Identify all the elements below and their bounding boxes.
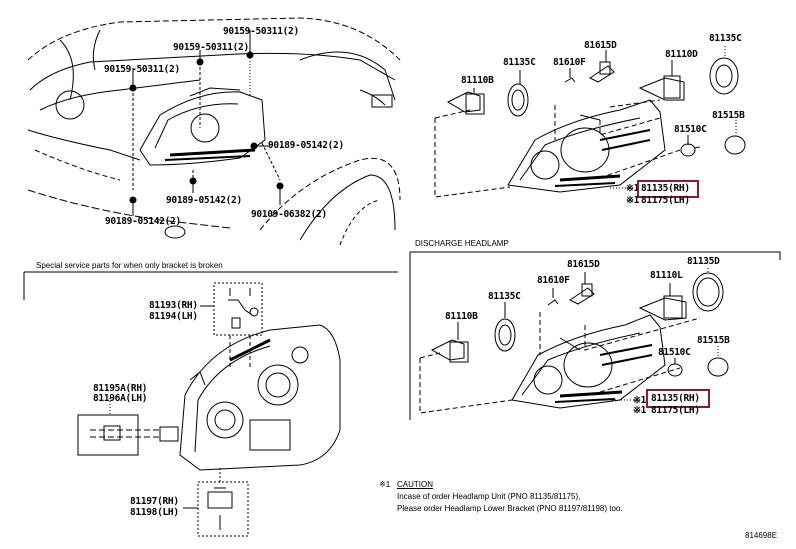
unit-label-rh[interactable]: 81135(RH) [651,393,700,404]
halogen-headlamp-illustration [434,46,746,198]
part-label[interactable]: 81110B [445,311,478,322]
caution-title: CAUTION [397,480,433,489]
part-label[interactable]: 81515B [697,335,730,346]
unit-label-lh[interactable]: 81175(LH) [641,195,690,206]
part-label[interactable]: 81135C [709,33,742,44]
bracket-label-lh[interactable]: 81198(LH) [130,507,179,518]
part-label[interactable]: 81610F [553,57,586,68]
fastener-label[interactable]: 90189-05142(2) [166,195,242,206]
discharge-section-title: DISCHARGE HEADLAMP [415,239,509,248]
bracket-label-lh[interactable]: 81194(LH) [149,311,198,322]
part-label[interactable]: 81510C [658,347,691,358]
unit-mark: ※1 [633,395,647,406]
part-label[interactable]: 81110B [461,75,494,86]
unit-label-lh[interactable]: 81175(LH) [651,405,700,416]
car-front-illustration [27,17,401,246]
discharge-section-frame [409,251,781,420]
part-label[interactable]: 81135C [503,57,536,68]
part-label[interactable]: 81615D [584,40,617,51]
part-label[interactable]: 81110L [650,270,683,281]
part-label[interactable]: 81135C [488,291,521,302]
caution-mark: ※1 [379,480,391,489]
bracket-section-title: Special service parts for when only brac… [36,261,223,270]
part-label[interactable]: 81110D [665,49,698,60]
fastener-label[interactable]: 90159-50311(2) [173,42,249,53]
fastener-label[interactable]: 90109-06382(2) [251,209,327,220]
highlight-box [637,180,699,198]
part-label[interactable]: 81615D [567,259,600,270]
fastener-label[interactable]: 90159-50311(2) [223,26,299,37]
part-label[interactable]: 81515B [712,110,745,121]
caution-line-2: Please order Headlamp Lower Bracket (PNO… [397,504,623,513]
bracket-label-rh[interactable]: 81197(RH) [130,496,179,507]
unit-mark: ※1 [633,405,647,416]
fastener-label[interactable]: 90159-50311(2) [104,64,180,75]
bracket-label-rh[interactable]: 81193(RH) [149,300,198,311]
bracket-label-lh[interactable]: 81196A(LH) [93,393,148,404]
bracket-label-rh[interactable]: 81195A(RH) [93,383,148,394]
discharge-headlamp-illustration [419,268,729,414]
fastener-label[interactable]: 90189-05142(2) [268,140,344,151]
diagram-code: 814698E [745,531,778,540]
fastener-label[interactable]: 90189-05142(2) [105,216,181,227]
part-label[interactable]: 81610F [537,275,570,286]
unit-mark: ※1 [626,183,640,194]
bracket-headlamp-illustration [77,282,341,537]
bracket-section-frame [23,271,398,300]
part-label[interactable]: 81135D [687,256,720,267]
unit-label-rh[interactable]: 81135(RH) [641,183,690,194]
caution-line-1: Incase of order Headlamp Unit (PNO 81135… [397,492,581,501]
highlight-box [646,389,710,408]
unit-mark: ※1 [626,195,640,206]
part-label[interactable]: 81510C [674,124,707,135]
